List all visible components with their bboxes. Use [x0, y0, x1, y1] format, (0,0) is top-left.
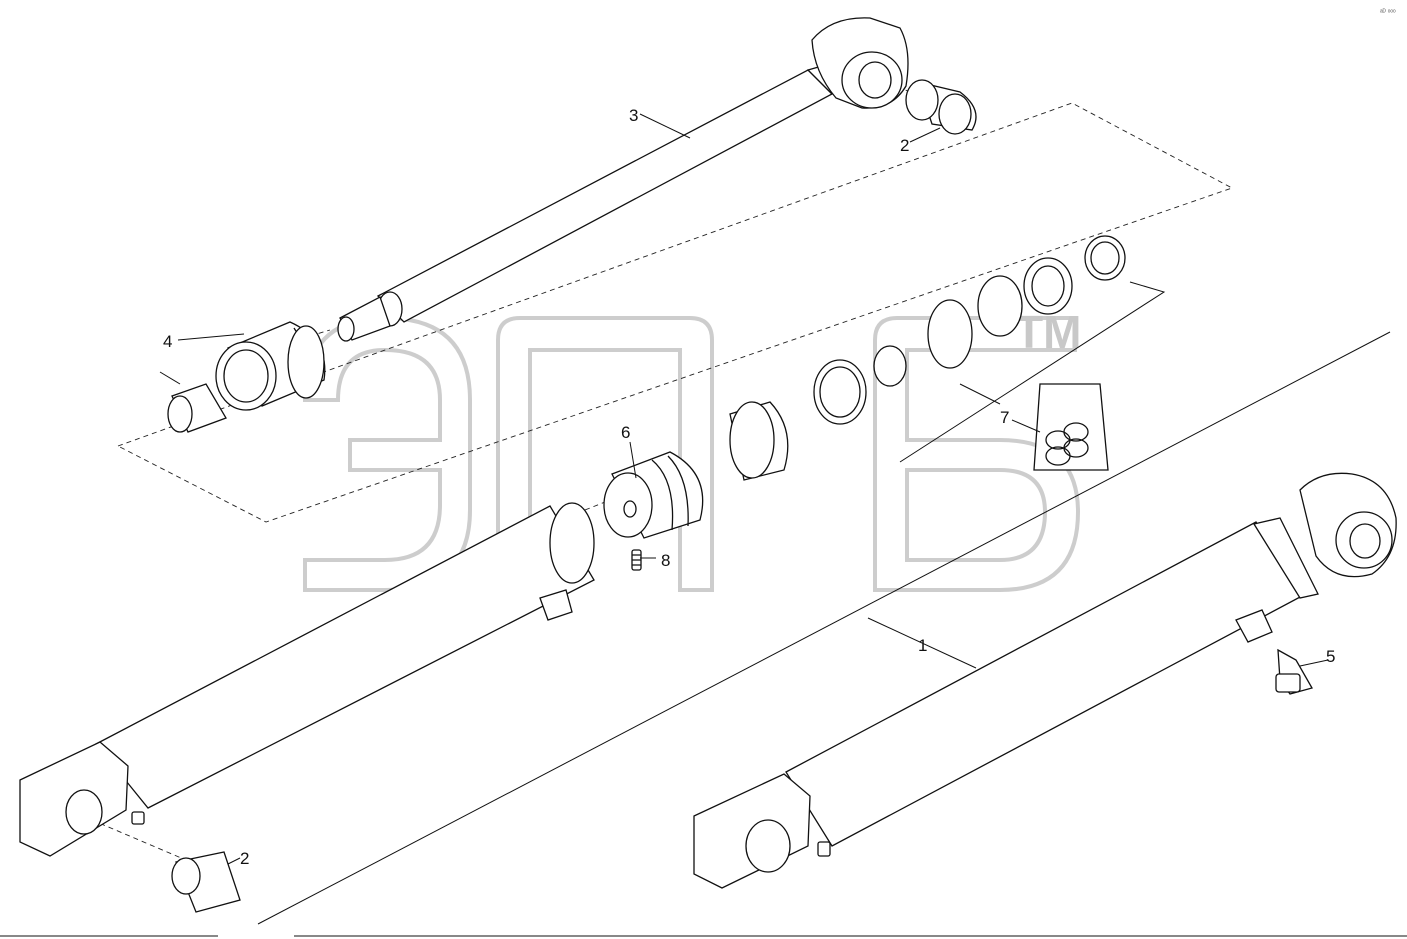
set-screw: [631, 549, 642, 571]
callout-5: 5: [1326, 647, 1335, 666]
callout-7: 7: [1000, 408, 1009, 427]
bushing-top: [905, 79, 977, 135]
elbow-fitting: [1275, 648, 1313, 695]
callout-6: 6: [621, 423, 630, 442]
cylinder-assembled: [693, 472, 1397, 889]
cylinder-head: [215, 321, 326, 411]
seal-kit-outline: [116, 102, 1234, 523]
corner-mark: ᵃᴰ ᵒᵒᵒ: [1380, 9, 1396, 16]
callout-1: 1: [918, 636, 927, 655]
watermark: TM: [302, 306, 1081, 592]
head-bushing: [167, 383, 227, 433]
callout-2-bottom: 2: [240, 849, 249, 868]
callout-3: 3: [629, 106, 638, 125]
barrel-exploded: [19, 502, 595, 857]
seal-kit-bag: [1033, 383, 1109, 471]
bushing-bottom: [171, 851, 241, 913]
callout-8: 8: [661, 551, 670, 570]
piston: [603, 451, 704, 539]
piston-rod: [337, 17, 909, 342]
svg-text:TM: TM: [1015, 306, 1081, 358]
callout-4: 4: [163, 332, 172, 351]
seal-rings: [729, 235, 1166, 481]
callout-2-top: 2: [900, 136, 909, 155]
